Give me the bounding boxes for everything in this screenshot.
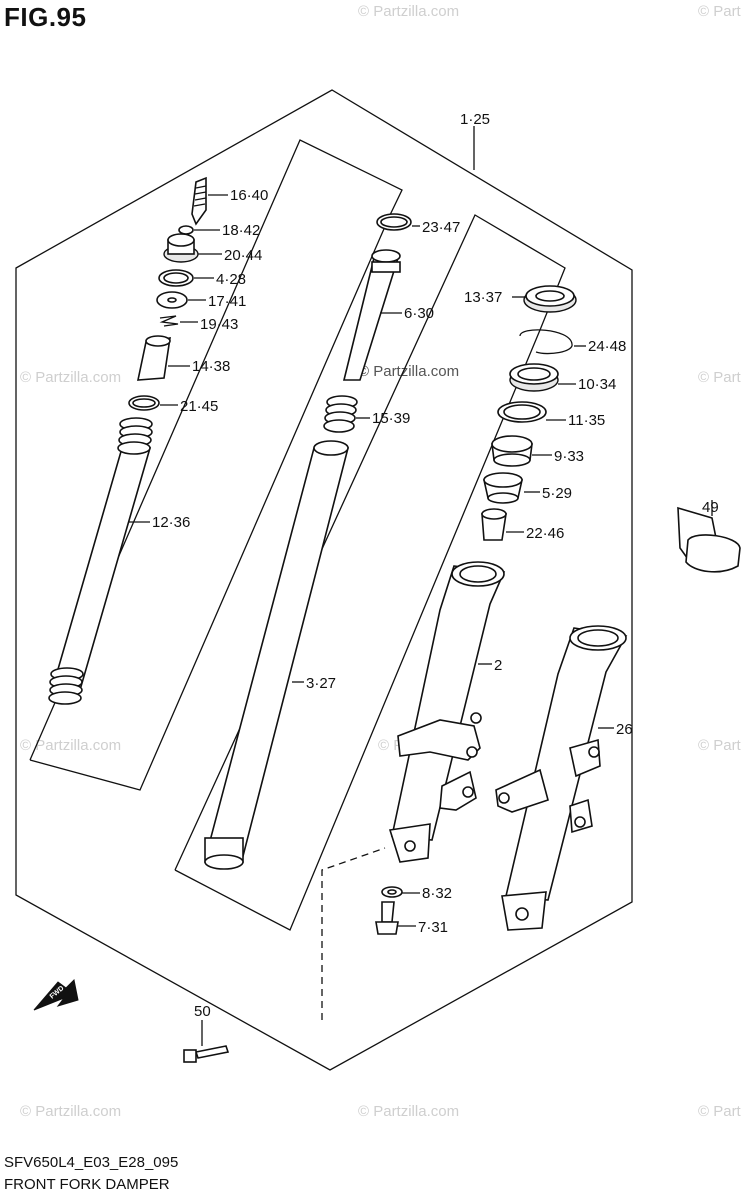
- part-22-cylinder-base: [481, 508, 524, 541]
- part-21-oring: [128, 395, 178, 411]
- callout-4: 4·28: [216, 271, 246, 288]
- callout-23: 23·47: [422, 219, 460, 236]
- part-11-washer: [497, 401, 566, 423]
- guide-line-50: [321, 847, 386, 1020]
- part-26-outer-tube-left: [495, 625, 628, 931]
- part-19-clip: [159, 315, 198, 327]
- part-12-damper-rod: [48, 417, 153, 705]
- part-14-spacer: [136, 335, 190, 381]
- watermark: © Partzilla.com: [698, 369, 741, 386]
- callout-16: 16·40: [230, 187, 268, 204]
- callout-50: 50: [194, 1003, 211, 1020]
- diagram-name: FRONT FORK DAMPER: [4, 1176, 170, 1193]
- part-8-washer: [381, 886, 420, 898]
- watermark: © Partzilla.com: [698, 3, 741, 20]
- callout-3: 3·27: [306, 675, 336, 692]
- part-3-inner-tube: [204, 440, 350, 870]
- callout-8: 8·32: [422, 885, 452, 902]
- callout-1: 1·25: [460, 111, 490, 128]
- figure-title: FIG.95: [4, 2, 87, 32]
- callout-21: 21·45: [180, 398, 218, 415]
- part-24-clip: [519, 329, 586, 355]
- callout-18: 18·42: [222, 222, 260, 239]
- callout-10: 10·34: [578, 376, 616, 393]
- callout-13: 13·37: [464, 289, 502, 306]
- watermark: © Partzilla.com: [20, 737, 121, 754]
- watermark: © Partzilla.com: [20, 1103, 121, 1120]
- callout-17: 17·41: [208, 293, 246, 310]
- callout-5: 5·29: [542, 485, 572, 502]
- callout-26: 26: [616, 721, 633, 738]
- watermark: © Partzilla.com: [20, 369, 121, 386]
- watermark: © Partzilla.com: [698, 1103, 741, 1120]
- part-13-dust-seal: [512, 285, 577, 313]
- part-20-nut: [163, 233, 222, 263]
- watermark: © Partzilla.com: [358, 1103, 459, 1120]
- part-9-bushing: [491, 435, 552, 467]
- part-10-oil-seal: [509, 363, 576, 392]
- callout-2: 2: [494, 657, 502, 674]
- part-23-ring: [376, 213, 420, 231]
- callout-labels: 1·25 16·40 18·42 20·44 4·28 17·41 19·43 …: [152, 111, 719, 1020]
- callout-22: 22·46: [526, 525, 564, 542]
- part-50-bolt: [183, 1020, 230, 1063]
- callout-12: 12·36: [152, 514, 190, 531]
- callout-7: 7·31: [418, 919, 448, 936]
- watermark-center: © Partzilla.com: [358, 363, 459, 380]
- part-49-cover: [677, 500, 741, 573]
- part-16-bolt: [191, 176, 228, 226]
- inner-group-boundary-left: [29, 139, 403, 791]
- callout-15: 15·39: [372, 410, 410, 427]
- part-5-bushing: [483, 472, 540, 504]
- callout-6: 6·30: [404, 305, 434, 322]
- part-6-piston-rod: [342, 249, 402, 381]
- assembly-boundary: [15, 89, 633, 1071]
- watermarks: © Partzilla.com © Partzilla.com © Partzi…: [20, 3, 741, 1120]
- callout-9: 9·33: [554, 448, 584, 465]
- diagram-code: SFV650L4_E03_E28_095: [4, 1154, 179, 1171]
- callout-11: 11·35: [568, 412, 605, 429]
- part-4-ring: [158, 269, 214, 287]
- part-2-outer-tube-right: [388, 561, 506, 863]
- part-17-washer: [156, 291, 206, 309]
- callout-49: 49: [702, 499, 719, 516]
- part-18-washer: [178, 225, 220, 235]
- callout-20: 20·44: [224, 247, 262, 264]
- callout-14: 14·38: [192, 358, 230, 375]
- callout-24: 24·48: [588, 338, 626, 355]
- part-15-spring: [323, 395, 370, 433]
- part-7-bolt: [375, 901, 416, 935]
- callout-19: 19·43: [200, 316, 238, 333]
- watermark: © Partzilla.com: [358, 3, 459, 20]
- fwd-arrow-icon: FWD: [33, 978, 79, 1011]
- watermark: © Partzilla.com: [698, 737, 741, 754]
